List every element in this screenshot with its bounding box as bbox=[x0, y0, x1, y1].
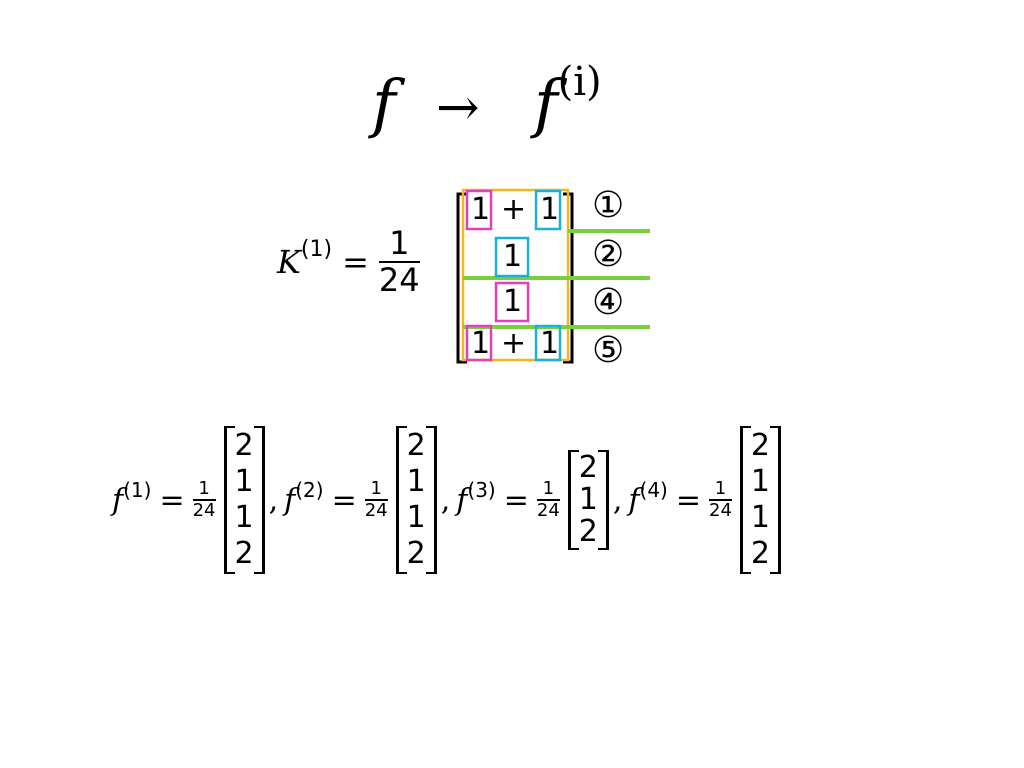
vector-2-bracket-mask bbox=[406, 425, 426, 575]
kernel-cell-r4-right: 1 bbox=[540, 326, 560, 361]
vector-4-superscript: (4) bbox=[639, 478, 668, 502]
vector-2-sep: , bbox=[440, 482, 451, 518]
vector-2-frac-den: 24 bbox=[364, 499, 388, 521]
vector-2-frac-num: 1 bbox=[370, 478, 382, 500]
vector-3-frac-den: 24 bbox=[536, 499, 560, 521]
kernel-cell-r4-left: 1 bbox=[471, 326, 491, 361]
vector-1-equals: = bbox=[159, 482, 185, 518]
vector-3-bracket-mask bbox=[578, 449, 598, 551]
vector-2-equals: = bbox=[331, 482, 357, 518]
vector-3-fraction: 1 24 bbox=[536, 478, 560, 521]
kernel-cell-r4-plus: + bbox=[501, 326, 527, 361]
kernel-row-label-1: ① bbox=[592, 185, 625, 226]
vector-4-value: 1 bbox=[750, 500, 771, 535]
kernel-lhs: K(1) = 1 24 bbox=[277, 224, 420, 300]
vector-1-fraction: 1 24 bbox=[192, 478, 216, 521]
kernel-box-r3 bbox=[494, 281, 530, 323]
kernel-cell-r1-right: 1 bbox=[540, 192, 560, 227]
vector-1-value: 2 bbox=[234, 536, 254, 571]
vector-2-value: 1 bbox=[406, 500, 426, 535]
kernel-gold-box bbox=[461, 188, 570, 362]
kernel-frac-num: 1 bbox=[389, 224, 410, 262]
vector-2-symbol: f bbox=[284, 482, 296, 518]
vector-3-value: 2 bbox=[578, 450, 598, 485]
kernel-box-r1-left bbox=[465, 189, 493, 231]
vector-3-frac-num: 1 bbox=[542, 478, 555, 500]
heading-formula: f → f(i) bbox=[372, 62, 602, 136]
heading-f: f bbox=[372, 67, 396, 141]
kernel-frac-den: 24 bbox=[378, 261, 420, 300]
kernel-box-r1-right bbox=[534, 189, 562, 231]
vector-4-value: 2 bbox=[750, 428, 771, 463]
vector-3-frac-bar bbox=[536, 499, 560, 501]
vector-1-bracket-mask bbox=[234, 425, 254, 575]
vector-2: f(2) = 1 24 2 1 1 2 , bbox=[284, 425, 452, 575]
vector-1-symbol: f bbox=[112, 482, 124, 518]
vectors-row: f(1) = 1 24 2 1 1 2 , f(2) = 1 24 2 1 1 … bbox=[112, 420, 782, 580]
vector-1-value: 1 bbox=[234, 464, 254, 499]
vector-3-matrix: 2 1 2 bbox=[567, 449, 609, 551]
vector-2-value: 2 bbox=[406, 428, 426, 463]
vector-3: f(3) = 1 24 2 1 2 , bbox=[456, 449, 624, 551]
vector-4-value: 2 bbox=[750, 536, 771, 571]
vector-3-symbol: f bbox=[456, 482, 468, 518]
heading-superscript: (i) bbox=[557, 59, 602, 105]
vector-3-superscript: (3) bbox=[467, 478, 496, 502]
vector-3-sep: , bbox=[612, 482, 623, 518]
kernel-symbol: K bbox=[277, 243, 301, 282]
vector-2-superscript: (2) bbox=[295, 478, 324, 502]
vector-4-symbol: f bbox=[628, 482, 640, 518]
kernel-cell-r3: 1 bbox=[503, 284, 523, 319]
vector-4-fraction: 1 24 bbox=[709, 479, 732, 520]
vector-4-matrix: 2 1 1 2 bbox=[739, 425, 782, 575]
vector-1-value: 2 bbox=[234, 428, 254, 463]
vector-1-matrix: 2 1 1 2 bbox=[223, 425, 265, 575]
vector-1-frac-num: 1 bbox=[198, 478, 210, 500]
vector-2-frac-bar bbox=[364, 499, 388, 501]
vector-2-value: 2 bbox=[406, 536, 426, 571]
vector-2-value: 1 bbox=[406, 464, 426, 499]
kernel-cell-r2: 1 bbox=[503, 239, 523, 274]
vector-4-frac-num: 1 bbox=[714, 478, 727, 500]
vector-3-value: 1 bbox=[578, 482, 598, 517]
kernel-fraction: 1 24 bbox=[378, 224, 420, 300]
vector-1-value: 1 bbox=[234, 500, 254, 535]
kernel-cell-r1-plus: + bbox=[501, 192, 527, 227]
kernel-box-r4-right bbox=[534, 324, 562, 362]
vector-2-matrix: 2 1 1 2 bbox=[395, 425, 437, 575]
heading-arrow: → bbox=[436, 78, 480, 138]
vector-1-sep: , bbox=[268, 482, 279, 518]
kernel-box-r2 bbox=[494, 236, 530, 278]
vector-3-equals: = bbox=[503, 482, 529, 518]
vector-4: f(4) = 1 24 2 1 1 2 bbox=[628, 425, 782, 575]
vector-1: f(1) = 1 24 2 1 1 2 , bbox=[112, 425, 280, 575]
vector-4-frac-bar bbox=[709, 499, 732, 501]
vector-1-superscript: (1) bbox=[123, 478, 152, 502]
vector-1-frac-den: 24 bbox=[192, 499, 216, 521]
vector-1-frac-bar bbox=[192, 499, 216, 501]
vector-2-fraction: 1 24 bbox=[364, 478, 388, 521]
vector-3-value: 2 bbox=[578, 514, 598, 549]
kernel-cell-r1-left: 1 bbox=[471, 192, 491, 227]
vector-4-frac-den: 24 bbox=[709, 499, 732, 521]
kernel-row-label-5: ⑤ bbox=[592, 330, 625, 371]
kernel-frac-bar bbox=[378, 261, 420, 264]
vector-4-value: 1 bbox=[750, 464, 771, 499]
kernel-superscript: (1) bbox=[300, 237, 333, 263]
vector-4-equals: = bbox=[675, 482, 702, 518]
vector-4-bracket-mask bbox=[750, 425, 771, 575]
heading-f-i: f bbox=[533, 67, 558, 141]
kernel-equals: = bbox=[342, 243, 369, 282]
kernel-row-label-4: ④ bbox=[592, 282, 625, 323]
kernel-box-r4-left bbox=[465, 324, 493, 362]
kernel-row-label-2: ② bbox=[592, 234, 625, 275]
